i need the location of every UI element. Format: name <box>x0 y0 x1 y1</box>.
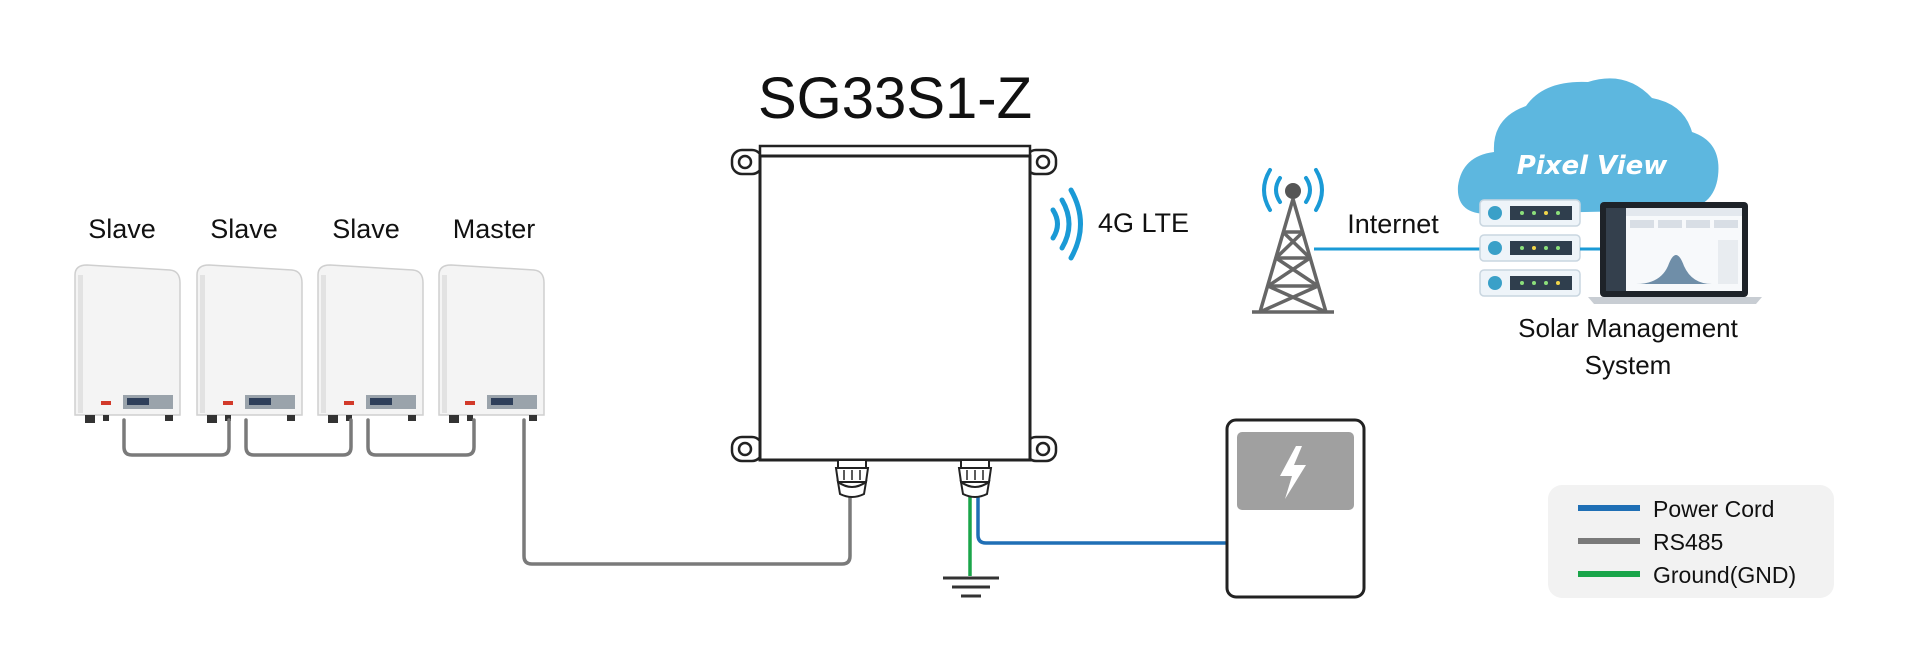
rs485-link-2-3 <box>244 418 353 457</box>
ground-symbol <box>943 492 999 598</box>
cloud-icon <box>1457 78 1719 215</box>
rs485-chain <box>122 418 852 566</box>
legend-item-rs485: RS485 <box>1578 529 1723 555</box>
mounting-ear-bottom-right <box>1024 435 1058 463</box>
management-title-line1: Solar Management <box>1518 313 1738 343</box>
cable-gland-left <box>834 459 870 498</box>
laptop-icon <box>1588 202 1762 304</box>
data-logger-device <box>730 144 1058 463</box>
legend-label-rs485: RS485 <box>1653 529 1723 555</box>
internet-label: Internet <box>1347 209 1439 239</box>
inverter-2 <box>196 264 303 423</box>
management-title-line2: System <box>1585 350 1672 380</box>
inverter-4-master <box>438 264 545 423</box>
cell-tower-icon <box>1252 168 1334 314</box>
rs485-link-3-4 <box>366 418 476 457</box>
legend-box: Power Cord RS485 Ground(GND) <box>1548 485 1834 598</box>
server-unit <box>1479 234 1581 262</box>
legend-item-power-cord: Power Cord <box>1578 496 1774 522</box>
inverter-label-2: Slave <box>210 214 278 244</box>
server-unit <box>1479 199 1581 227</box>
cable-gland-right <box>957 459 993 498</box>
legend-label-power: Power Cord <box>1653 496 1774 522</box>
mounting-ear-bottom-left <box>730 435 764 463</box>
device-title: SG33S1-Z <box>758 66 1032 131</box>
power-cord-line <box>976 492 1227 545</box>
inverter-label-1: Slave <box>88 214 156 244</box>
server-stack-icon <box>1479 199 1581 297</box>
mounting-ear-top-left <box>730 148 764 176</box>
wireless-signal-icon <box>1050 187 1083 261</box>
legend-label-ground: Ground(GND) <box>1653 562 1796 588</box>
inverter-1 <box>74 264 181 423</box>
cloud-brand-text: Pixel View <box>1517 151 1669 181</box>
legend-item-ground: Ground(GND) <box>1578 562 1796 588</box>
inverter-label-3: Slave <box>332 214 400 244</box>
energy-meter-device <box>1225 418 1366 599</box>
wireless-label: 4G LTE <box>1098 208 1189 238</box>
inverter-3 <box>317 264 424 423</box>
rs485-master-to-logger <box>522 418 852 566</box>
lightning-icon <box>1280 446 1306 499</box>
inverter-label-4: Master <box>453 214 536 244</box>
server-unit <box>1479 269 1581 297</box>
rs485-link-1-2 <box>122 418 231 457</box>
